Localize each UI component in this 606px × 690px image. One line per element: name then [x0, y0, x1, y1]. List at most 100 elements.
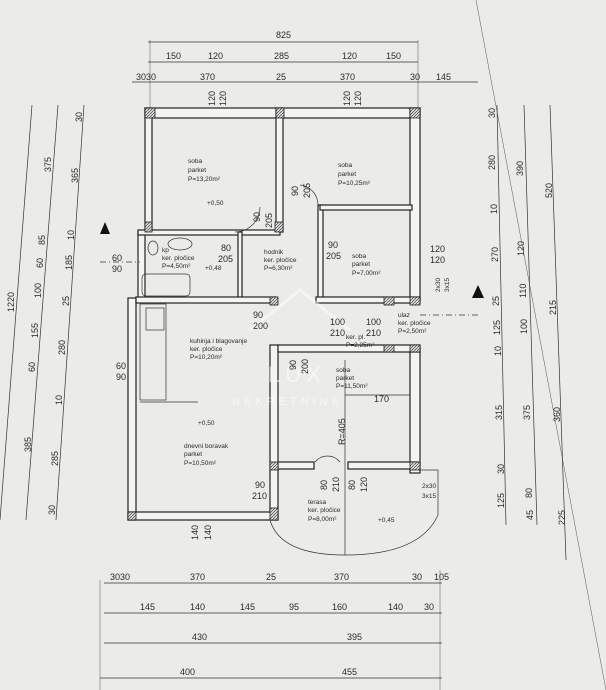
- dimension-label: P=10,25m²: [338, 180, 371, 187]
- dim-left: 385: [23, 437, 33, 452]
- dim-bottom: 455: [342, 667, 357, 677]
- dimension-label: parket: [184, 451, 202, 458]
- dimension-label: 100: [366, 317, 381, 327]
- dim-top: 120: [208, 51, 223, 61]
- dimension-label: 200: [253, 321, 268, 331]
- dim-left: 1220: [6, 292, 16, 312]
- dimension-label: 140: [203, 525, 213, 540]
- dim-bottom: 95: [289, 602, 299, 612]
- dimension-label: 210: [331, 477, 341, 492]
- toilet: [147, 240, 159, 256]
- dimension-label: 90: [116, 372, 126, 382]
- dimension-label: 90: [112, 264, 122, 274]
- dim-left: 365: [70, 168, 80, 183]
- dim-top: 30: [146, 72, 156, 82]
- dimension-label: 120: [359, 477, 369, 492]
- dim-left: 155: [30, 323, 40, 338]
- dim-right: 10: [489, 204, 499, 214]
- dim-total-width: 825: [276, 30, 291, 40]
- dim-right: 225: [557, 510, 567, 525]
- dimension-label: ker. pločice: [162, 255, 195, 262]
- dimension-label: 205: [264, 213, 274, 228]
- dim-right: 80: [524, 488, 534, 498]
- dim-right: 215: [548, 300, 558, 315]
- dimension-label: 60: [116, 361, 126, 371]
- dim-left: 285: [50, 451, 60, 466]
- dimension-label: 210: [330, 328, 345, 338]
- dim-right: 45: [525, 510, 535, 520]
- dim-bottom: 30: [424, 602, 434, 612]
- dim-top: 120: [342, 51, 357, 61]
- dim-bottom: 105: [434, 572, 449, 582]
- dim-top: 370: [340, 72, 355, 82]
- level-markers: +0,50 +0,48 +0,50 +0,45: [198, 200, 395, 524]
- dimension-label: parket: [188, 167, 206, 174]
- radius-label: R=405: [337, 418, 347, 445]
- dim-bottom: 160: [332, 602, 347, 612]
- kitchen-counter: [139, 303, 167, 401]
- dim-bottom: 145: [140, 602, 155, 612]
- dim-right: 125: [496, 493, 506, 508]
- dim-window: 120: [207, 91, 217, 106]
- dimension-label: soba: [338, 162, 352, 169]
- dimension-label: soba: [188, 158, 202, 165]
- dimension-label: ker. pločice: [398, 320, 431, 327]
- stairs-label: 3x15: [444, 278, 451, 292]
- dimension-label: 90: [328, 240, 338, 250]
- dim-left: 375: [43, 157, 53, 172]
- dim-right: 520: [544, 183, 554, 198]
- dim-right: 375: [522, 405, 532, 420]
- dimension-label: 90: [255, 480, 265, 490]
- dimension-label: P=10,50m²: [184, 460, 217, 467]
- dim-bottom: 430: [192, 632, 207, 642]
- dimension-label: 90: [290, 186, 300, 196]
- dimension-label: ker. pločice: [190, 346, 223, 353]
- dim-left: 280: [57, 340, 67, 355]
- dimension-label: kp: [162, 247, 169, 254]
- dimension-label: 80: [319, 480, 329, 490]
- level-marker: +0,50: [207, 200, 224, 207]
- dimension-label: ker. pločice: [264, 257, 297, 264]
- dimension-label: 90: [253, 310, 263, 320]
- dimension-label: 205: [218, 254, 233, 264]
- left-dimensions: 1220 375 85 60 100 155 60 385 30 365 10 …: [0, 104, 85, 521]
- dim-window: 120: [353, 91, 363, 106]
- dim-top: 285: [274, 51, 289, 61]
- terrace-arc: [269, 469, 439, 556]
- dim-left: 25: [61, 296, 71, 306]
- watermark-brand: LUX: [268, 362, 326, 387]
- dimension-label: 210: [366, 328, 381, 338]
- dim-right: 390: [515, 161, 525, 176]
- dim-right: 110: [518, 284, 528, 298]
- dimension-label: P=7,00m²: [352, 270, 381, 277]
- walls: [127, 107, 421, 521]
- top-dimensions: 825 150 120 285 120 150 30 30 370 25 370…: [132, 30, 478, 106]
- dim-window: 120: [342, 91, 352, 106]
- dimension-label: 200: [300, 359, 310, 374]
- dim-left: 60: [35, 258, 45, 268]
- dim-bottom: 370: [190, 572, 205, 582]
- dim-top: 145: [436, 72, 451, 82]
- dimension-label: ker. pl.: [346, 334, 365, 341]
- dim-bottom: 145: [240, 602, 255, 612]
- dim-right: 10: [493, 346, 503, 356]
- dimension-label: 90: [288, 360, 298, 370]
- level-marker: +0,50: [198, 420, 215, 427]
- dimension-label: 100: [330, 317, 345, 327]
- watermark: LUX NEKRETNINE: [232, 288, 351, 408]
- dim-top: 150: [166, 51, 181, 61]
- stove: [145, 307, 165, 331]
- stairs-label: 3x15: [422, 493, 436, 500]
- dim-left: 60: [27, 362, 37, 372]
- section-arrow-icon: [472, 285, 484, 298]
- dim-top: 150: [386, 51, 401, 61]
- door-swing: [234, 206, 261, 233]
- fixtures: [100, 184, 484, 556]
